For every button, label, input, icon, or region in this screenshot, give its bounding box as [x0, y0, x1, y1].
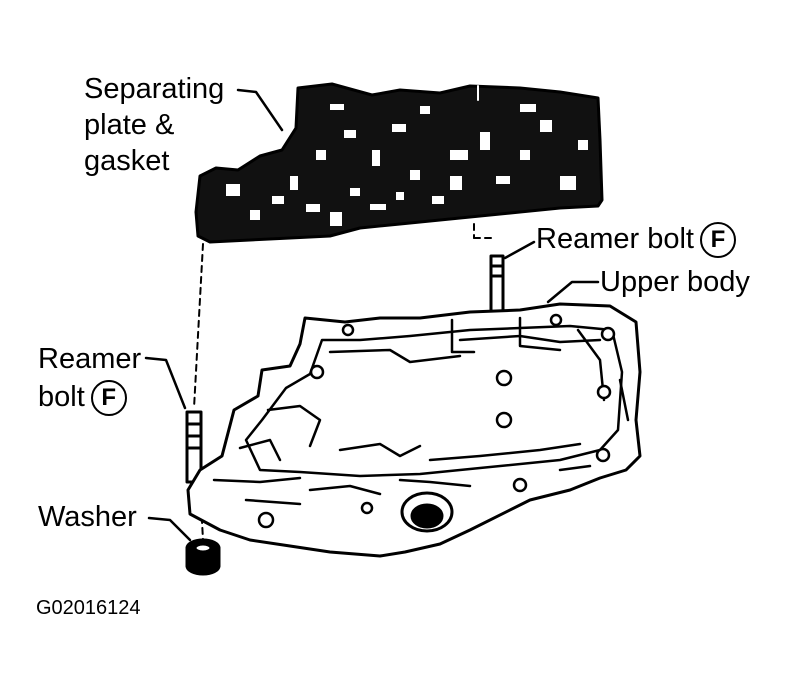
label-separating-plate-line1: Separating — [84, 73, 225, 105]
label-reamer-bolt-top-text: Reamer bolt — [536, 223, 694, 255]
alignment-lines — [193, 223, 496, 541]
label-separating-plate-line3: gasket — [84, 145, 170, 177]
upper-body-inner — [244, 324, 624, 478]
washer-shape — [185, 538, 221, 576]
upper-body-shape — [186, 302, 642, 558]
label-reamer-left-text: bolt — [38, 381, 85, 413]
plate-holes — [226, 104, 588, 226]
figure-reference: G02016124 — [36, 597, 141, 619]
separating-plate-shape — [194, 82, 604, 244]
label-washer: Washer — [38, 501, 137, 533]
torque-symbol-icon: F — [90, 380, 127, 417]
label-upper-body: Upper body — [600, 266, 750, 298]
upper-body-holes — [257, 313, 616, 529]
reamer-bolt-left — [185, 410, 203, 484]
torque-symbol-icon: F — [699, 222, 736, 259]
upper-body-channels — [212, 316, 630, 506]
upper-body-port — [400, 491, 454, 533]
leader-lines — [144, 88, 600, 542]
label-separating-plate-line2: plate & — [84, 109, 175, 141]
label-reamer-left-line1: Reamer — [38, 343, 142, 375]
